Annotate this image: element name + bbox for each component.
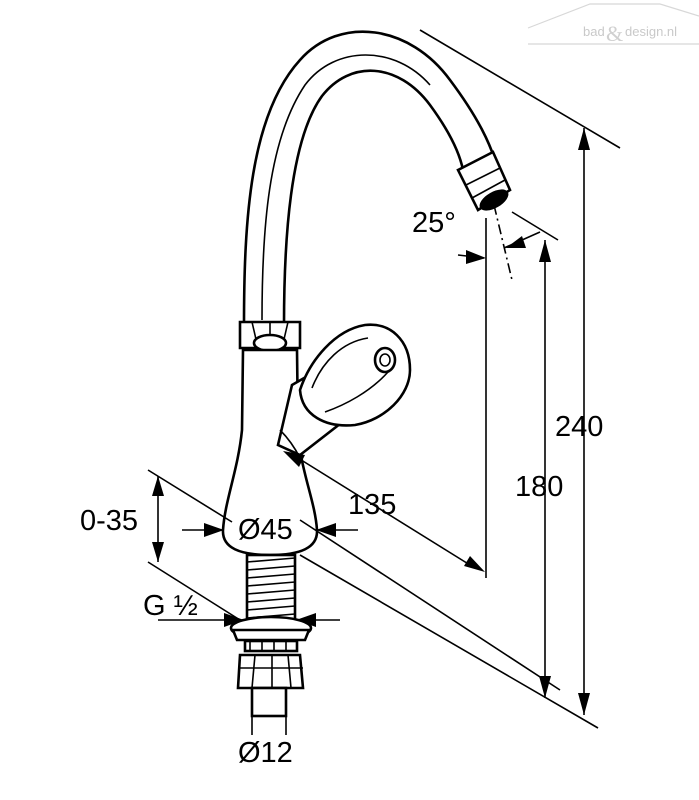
faucet-outline — [221, 30, 512, 718]
dimension-lines — [147, 29, 621, 735]
handle-knob — [298, 323, 412, 427]
label-height-total: 240 — [555, 411, 603, 443]
label-angle: 25° — [412, 207, 456, 239]
connector-hex — [236, 653, 305, 690]
label-clamp-range: 0-35 — [80, 505, 138, 537]
label-reach: 135 — [348, 489, 396, 521]
label-body-diameter: Ø45 — [238, 514, 293, 546]
watermark-logo: bad & design.nl — [527, 3, 699, 46]
label-thread: G ½ — [143, 590, 198, 622]
watermark-ampersand: & — [606, 21, 623, 46]
label-pipe-diameter: Ø12 — [238, 737, 293, 769]
watermark-text-before: bad — [583, 24, 605, 39]
supply-pipe — [250, 686, 288, 718]
threaded-shank — [245, 553, 297, 625]
label-height-outlet: 180 — [515, 471, 563, 503]
aerator-nozzle — [456, 150, 512, 212]
fixing-nut — [229, 615, 313, 653]
collar-nut — [238, 320, 302, 353]
watermark-text-after: design.nl — [625, 24, 677, 39]
